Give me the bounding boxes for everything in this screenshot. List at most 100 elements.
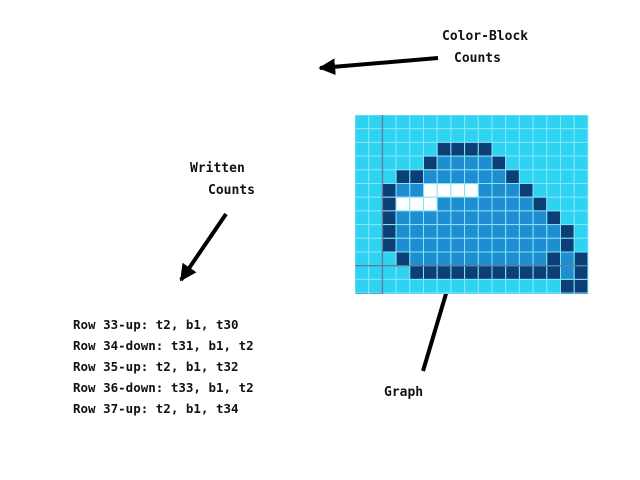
grid-cell-background — [573, 196, 589, 212]
grid-cell-outline — [395, 251, 411, 267]
grid-cell-background — [464, 292, 479, 294]
grid-cell-body — [491, 251, 507, 267]
grid-cell-body — [477, 251, 493, 267]
grid-cell-background — [573, 128, 589, 143]
grid-cell-body — [505, 210, 520, 226]
grid-cell-background — [436, 115, 452, 130]
grid-cell-background — [491, 115, 507, 130]
grid-cell-body — [395, 237, 411, 253]
grid-cell-background — [573, 169, 589, 184]
grid-cell-body — [423, 224, 438, 239]
color-block-counts-label: Color-Block Counts — [442, 28, 528, 68]
grid-cell-background — [381, 169, 397, 184]
grid-cell-outline — [518, 265, 534, 280]
grid-cell-background — [355, 115, 370, 130]
grid-cell-background — [423, 278, 438, 294]
grid-cell-background — [395, 292, 411, 294]
grid-cell-background — [546, 169, 562, 184]
written-counts-arrow — [179, 212, 228, 282]
grid-cell-body — [532, 210, 548, 226]
grid-cell-body — [436, 155, 452, 171]
grid-cell-body — [450, 224, 466, 239]
grid-cell-outline — [560, 237, 575, 253]
grid-cell-background — [573, 115, 589, 130]
grid-cell-background — [368, 155, 383, 171]
color-block-label-line-2: Counts — [454, 51, 501, 66]
grid-cell-background — [368, 169, 383, 184]
grid-cell-background — [423, 292, 438, 294]
grid-cell-outline — [450, 141, 466, 157]
grid-cell-outline — [560, 292, 575, 294]
grid-cell-background — [355, 224, 370, 239]
grid-cell-body — [505, 224, 520, 239]
grid-cell-outline — [381, 224, 397, 239]
grid-cell-body — [546, 224, 562, 239]
grid-cell-background — [381, 278, 397, 294]
grid-cell-background — [409, 128, 424, 143]
grid-cell-background — [532, 115, 548, 130]
grid-cell-background — [477, 278, 493, 294]
grid-cell-background — [546, 155, 562, 171]
grid-cell-background — [560, 196, 575, 212]
grid-cell-background — [355, 169, 370, 184]
grid-cell-background — [518, 128, 534, 143]
grid-cell-background — [532, 278, 548, 294]
grid-cell-body — [491, 237, 507, 253]
grid-cell-outline — [546, 210, 562, 226]
grid-cell-body — [518, 196, 534, 212]
grid-cell-outline — [436, 141, 452, 157]
row-instruction: Row 35-up: t2, b1, t32 — [73, 359, 239, 374]
color-block-arrow — [318, 56, 439, 76]
grid-cell-background — [464, 115, 479, 130]
grid-cell-outline — [381, 196, 397, 212]
grid-cell-background — [368, 141, 383, 157]
grid-cell-highlight — [395, 196, 411, 212]
grid-cell-background — [355, 210, 370, 226]
grid-cell-background — [573, 237, 589, 253]
grid-cell-outline — [573, 292, 589, 294]
grid-cell-body — [436, 210, 452, 226]
grid-cell-background — [532, 128, 548, 143]
grid-cell-highlight — [450, 183, 466, 198]
grid-cell-background — [450, 278, 466, 294]
grid-cell-background — [532, 183, 548, 198]
grid-cell-body — [464, 237, 479, 253]
grid-cell-outline — [381, 237, 397, 253]
grid-cell-background — [381, 292, 397, 294]
grid-cell-background — [546, 278, 562, 294]
grid-cell-background — [423, 128, 438, 143]
grid-cell-background — [560, 141, 575, 157]
grid-cell-background — [355, 265, 370, 280]
grid-cell-background — [518, 169, 534, 184]
grid-cell-outline — [546, 265, 562, 280]
grid-cell-background — [560, 115, 575, 130]
grid-cell-background — [560, 169, 575, 184]
grid-cell-background — [368, 251, 383, 267]
grid-cell-body — [477, 169, 493, 184]
grid-cell-body — [491, 196, 507, 212]
grid-cell-background — [395, 278, 411, 294]
grid-cell-background — [355, 155, 370, 171]
grid-cell-body — [464, 155, 479, 171]
grid-cell-background — [560, 155, 575, 171]
grid-cell-body — [409, 210, 424, 226]
grid-cell-body — [491, 210, 507, 226]
grid-cell-body — [464, 251, 479, 267]
grid-cell-outline — [423, 265, 438, 280]
grid-cell-body — [423, 169, 438, 184]
grid-cell-body — [464, 210, 479, 226]
grid-cell-background — [395, 141, 411, 157]
grid-cell-body — [409, 183, 424, 198]
grid-cell-body — [436, 169, 452, 184]
grid-cell-background — [505, 128, 520, 143]
grid-cell-body — [464, 196, 479, 212]
written-counts-label: Written Counts — [190, 160, 255, 200]
grid-cell-outline — [395, 169, 411, 184]
grid-cell-outline — [505, 265, 520, 280]
grid-cell-body — [436, 237, 452, 253]
grid-cell-background — [532, 292, 548, 294]
grid-cell-body — [532, 251, 548, 267]
grid-cell-body — [395, 224, 411, 239]
grid-cell-background — [381, 155, 397, 171]
grid-cell-body — [436, 196, 452, 212]
